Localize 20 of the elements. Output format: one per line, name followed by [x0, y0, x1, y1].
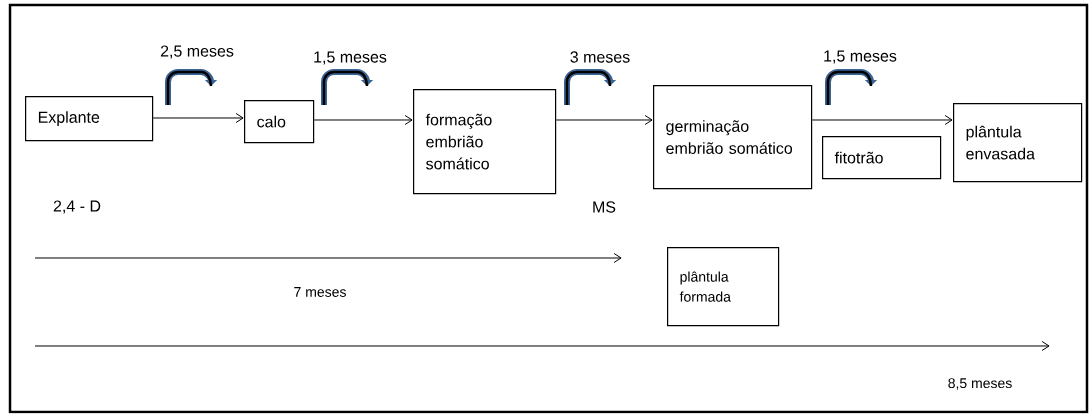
step-box: fitotrão	[822, 136, 942, 180]
arrow	[34, 253, 622, 263]
arrow	[555, 115, 653, 125]
arrow	[811, 115, 953, 125]
edge-label: 1,5 meses	[312, 50, 388, 66]
step-box: plântula envasada	[953, 103, 1083, 183]
step-box: plântula formada	[667, 247, 780, 327]
step-box: germinação embrião somático	[653, 85, 813, 190]
medium-label: 2,4 - D	[53, 200, 101, 214]
edge-label: 7 meses	[292, 286, 348, 298]
arrow	[313, 115, 413, 125]
step-box: Explante	[25, 96, 154, 142]
edge-label: 2,5 meses	[159, 44, 235, 60]
medium-label: 8,5 meses	[948, 378, 1012, 390]
step-box: calo	[244, 100, 315, 144]
edge-label: 3 meses	[568, 50, 632, 64]
edge-label: 1,5 meses	[822, 49, 898, 65]
step-box: formação embrião somático	[413, 89, 557, 195]
medium-label: MS	[593, 201, 616, 213]
arrow	[152, 113, 244, 123]
